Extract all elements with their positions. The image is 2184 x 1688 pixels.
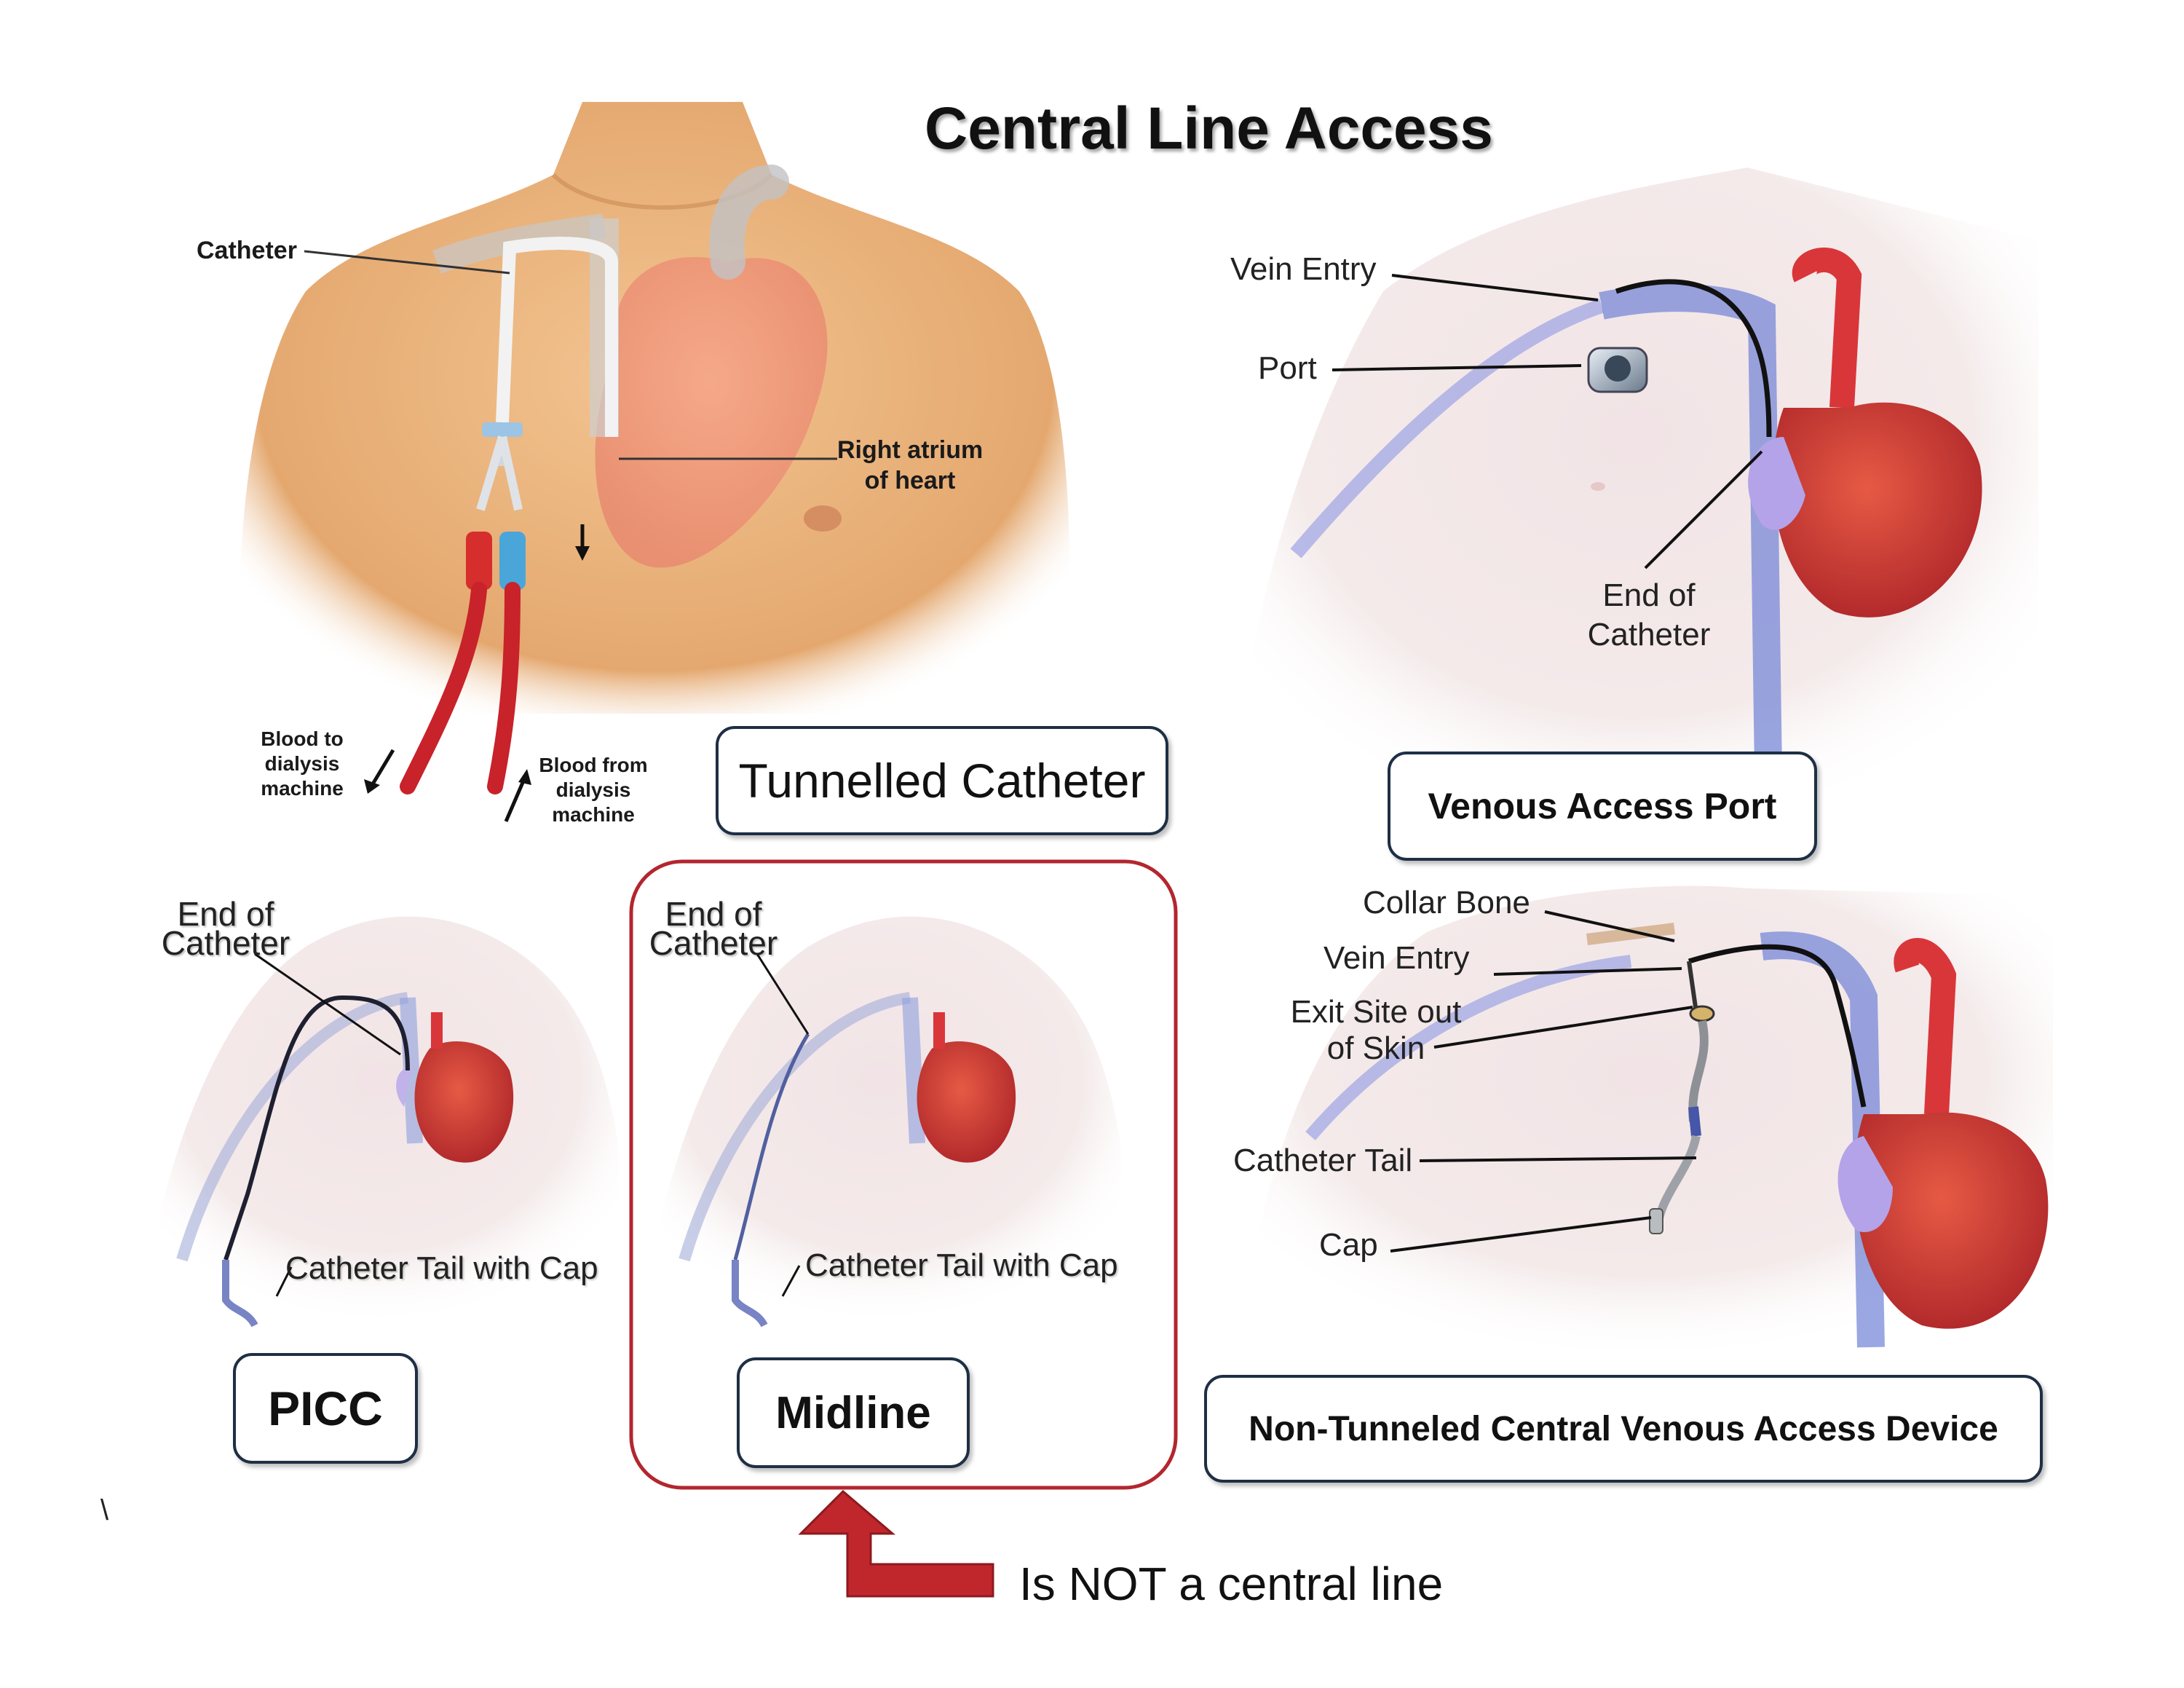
caption-venous-access-port: Venous Access Port bbox=[1388, 752, 1817, 861]
label-port-vein-entry: Vein Entry bbox=[1230, 251, 1377, 287]
label-port: Port bbox=[1258, 350, 1317, 386]
stray-mark: \ bbox=[100, 1494, 109, 1526]
callout-not-central-line: Is NOT a central line bbox=[1019, 1558, 1444, 1610]
label-picc-tail: Catheter Tail with Cap bbox=[285, 1250, 598, 1286]
nontunneled-chest-illustration bbox=[1238, 886, 2053, 1362]
label-collar-bone: Collar Bone bbox=[1363, 885, 1530, 920]
picc-chest-illustration bbox=[138, 916, 619, 1328]
label-catheter-tail: Catheter Tail bbox=[1233, 1143, 1413, 1178]
label-midline-tail: Catheter Tail with Cap bbox=[805, 1247, 1118, 1283]
label-blood-to-2: dialysis bbox=[264, 752, 340, 775]
label-port-end-2: Catheter bbox=[1587, 617, 1711, 652]
label-picc-end-1: End of bbox=[177, 895, 274, 933]
midline-highlight-frame bbox=[629, 859, 1178, 1490]
label-nt-vein-entry: Vein Entry bbox=[1324, 940, 1470, 976]
midline-chest-illustration bbox=[641, 916, 1121, 1328]
label-right-atrium-2: of heart bbox=[864, 467, 956, 494]
label-midline-end-2: Catheter bbox=[649, 924, 778, 962]
caption-tunnelled-catheter: Tunnelled Catheter bbox=[716, 726, 1168, 835]
caption-picc: PICC bbox=[233, 1353, 418, 1464]
caption-midline: Midline bbox=[737, 1357, 970, 1468]
label-midline-end-1: End of bbox=[665, 895, 762, 933]
label-picc-end-2: Catheter bbox=[161, 924, 290, 962]
caption-non-tunneled-cvad: Non-Tunneled Central Venous Access Devic… bbox=[1204, 1375, 2043, 1483]
label-blood-to-3: machine bbox=[261, 777, 344, 800]
label-blood-from-1: Blood from bbox=[539, 754, 648, 776]
label-blood-to-1: Blood to bbox=[261, 727, 344, 750]
label-port-end-1: End of bbox=[1602, 577, 1696, 613]
label-cap: Cap bbox=[1319, 1227, 1378, 1263]
port-chest-illustration bbox=[1230, 167, 2038, 837]
label-right-atrium-1: Right atrium bbox=[837, 436, 984, 464]
page-title: Central Line Access bbox=[925, 95, 1493, 162]
label-blood-from-2: dialysis bbox=[555, 778, 631, 801]
label-exit-site-2: of Skin bbox=[1326, 1030, 1425, 1066]
tunnelled-torso-illustration bbox=[238, 102, 1070, 822]
label-blood-from-3: machine bbox=[552, 803, 635, 826]
label-catheter: Catheter bbox=[197, 237, 297, 264]
not-central-arrow bbox=[798, 1489, 994, 1598]
label-exit-site-1: Exit Site out bbox=[1290, 994, 1462, 1030]
